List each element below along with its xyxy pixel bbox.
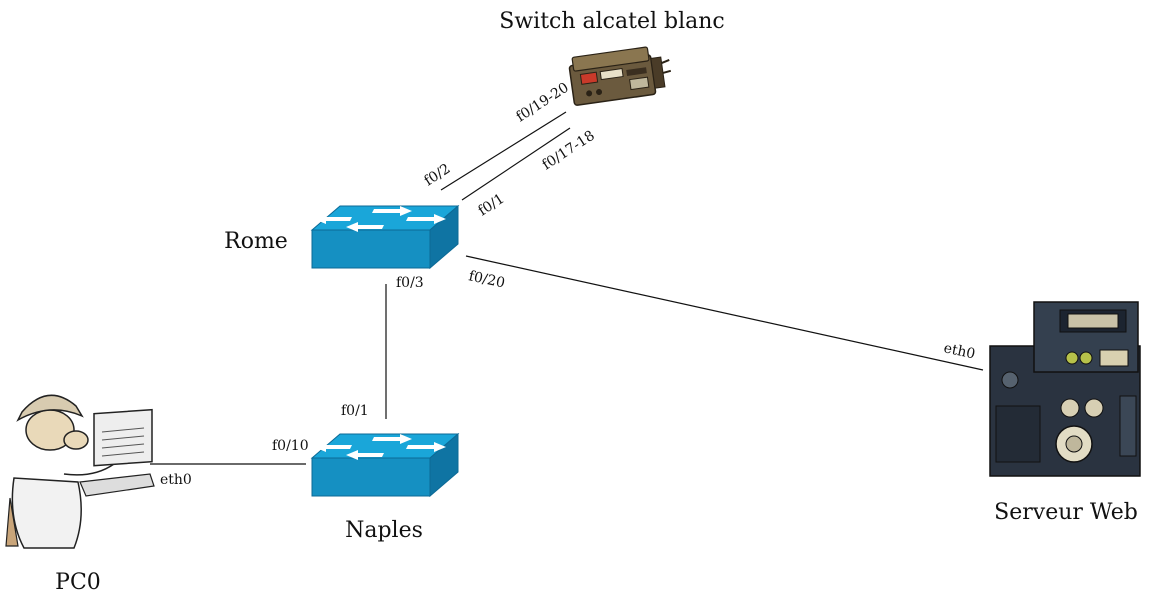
port-naples-f0-1: f0/1 — [341, 403, 369, 419]
port-rome-f0-1: f0/1 — [475, 191, 507, 220]
label-naples: Naples — [345, 518, 423, 543]
port-pc-eth0: eth0 — [160, 472, 192, 488]
link-rome-alcatel-b — [461, 127, 571, 201]
label-pc0: PC0 — [55, 570, 101, 591]
label-rome: Rome — [224, 229, 288, 254]
arrows-icon — [314, 206, 446, 232]
port-alcatel-f0-17-18: f0/17-18 — [539, 128, 597, 174]
port-alcatel-f0-19-20: f0/19-20 — [513, 80, 571, 126]
web-server-icon[interactable] — [989, 301, 1141, 477]
link-rome-alcatel-a — [440, 111, 567, 191]
rome-switch-icon[interactable] — [310, 204, 460, 270]
arrows-icon — [314, 434, 446, 460]
pc0-icon[interactable] — [5, 394, 155, 549]
alcatel-switch-device — [568, 46, 672, 106]
naples-switch-icon[interactable] — [310, 432, 460, 498]
port-naples-f0-10: f0/10 — [272, 438, 309, 454]
port-rome-f0-20: f0/20 — [467, 268, 506, 291]
link-rome-server — [465, 255, 984, 371]
label-switch-alcatel: Switch alcatel blanc — [499, 9, 724, 34]
label-web-server: Serveur Web — [994, 500, 1138, 525]
port-rome-f0-3: f0/3 — [396, 275, 424, 291]
port-server-eth0: eth0 — [942, 340, 976, 362]
